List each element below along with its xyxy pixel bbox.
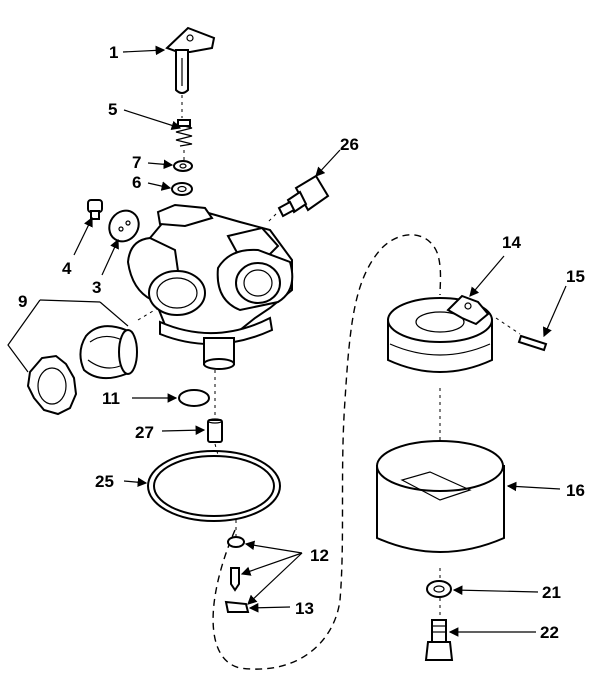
callout-14: 14 — [502, 233, 521, 252]
part-22-bowl-nut — [424, 619, 454, 661]
callout-16: 16 — [566, 481, 585, 500]
part-5-spring — [175, 119, 193, 147]
callout-15: 15 — [566, 267, 585, 286]
part-14-float — [387, 294, 493, 373]
callout-11: 11 — [102, 389, 120, 408]
fuel-line-dashed — [212, 234, 442, 670]
part-1-throttle-shaft — [165, 26, 216, 94]
part-11-welch-plug — [178, 389, 210, 407]
part-27-pickup-tube — [207, 418, 223, 443]
callout-9: 9 — [18, 292, 27, 311]
part-7-washer — [173, 160, 193, 172]
callout-22: 22 — [540, 623, 559, 642]
part-6-seal — [171, 182, 193, 196]
callout-12: 12 — [310, 546, 329, 565]
callout-4: 4 — [62, 259, 72, 278]
part-9-primer-retainer — [26, 354, 78, 416]
callout-3: 3 — [92, 278, 101, 297]
part-16-float-bowl — [376, 440, 505, 553]
part-12-seat — [227, 536, 245, 548]
callout-7: 7 — [132, 153, 141, 172]
alignment-lines — [137, 95, 521, 618]
callout-1: 1 — [109, 43, 118, 62]
part-15-float-pin — [517, 334, 548, 352]
callout-13: 13 — [295, 599, 314, 618]
callout-26: 26 — [340, 135, 359, 154]
callout-6: 6 — [132, 173, 141, 192]
callout-27: 27 — [135, 423, 154, 442]
part-13-clip — [224, 600, 250, 613]
callout-25: 25 — [95, 472, 114, 491]
callout-5: 5 — [108, 100, 117, 119]
part-25-gasket — [147, 450, 281, 522]
part-3-throttle-plate — [108, 209, 140, 243]
callout-21: 21 — [542, 583, 561, 602]
part-21-washer — [426, 580, 452, 598]
carburetor-body — [126, 203, 294, 370]
part-26-fuel-fitting — [277, 174, 330, 218]
part-4-screw — [87, 199, 103, 220]
leader-lines — [7, 45, 567, 637]
part-9-primer-bulb — [79, 325, 138, 380]
part-12-needle — [230, 567, 240, 592]
